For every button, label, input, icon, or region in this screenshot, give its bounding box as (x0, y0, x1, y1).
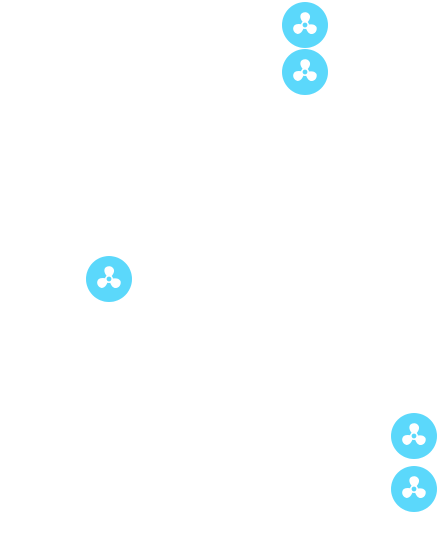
fan-button-2[interactable] (282, 49, 328, 95)
fan-button-4[interactable] (391, 413, 437, 459)
fan-icon (402, 476, 426, 499)
fan-button-1[interactable] (282, 2, 328, 48)
fan-icon (293, 59, 317, 82)
fan-icon (97, 266, 121, 289)
fan-icon (402, 423, 426, 446)
fan-button-5[interactable] (391, 466, 437, 512)
fan-button-3[interactable] (86, 256, 132, 302)
fan-icon (293, 12, 317, 35)
